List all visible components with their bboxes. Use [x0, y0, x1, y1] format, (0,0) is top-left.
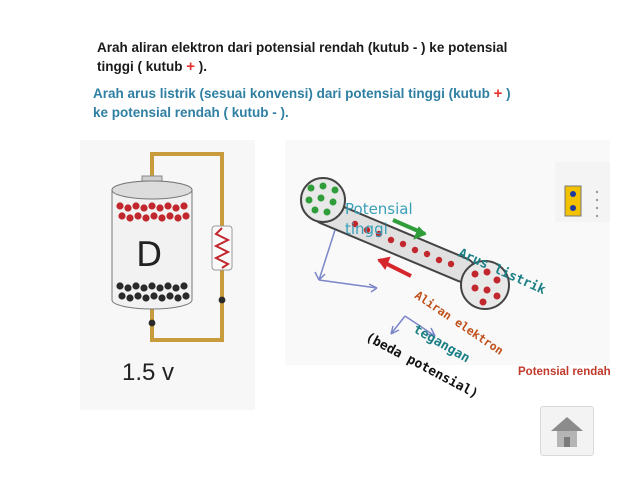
- green-charges: [305, 182, 339, 216]
- voltage-label: 1.5 v: [122, 359, 174, 386]
- current-flow-text: Arah arus listrik (sesuai konvensi) dari…: [93, 84, 613, 122]
- electron-flow-line-2-pre: tinggi ( kutub: [97, 59, 187, 74]
- home-icon: [551, 417, 583, 447]
- voltage-arrows: [314, 229, 436, 337]
- conductor-diagram: [300, 177, 510, 337]
- electron-flow-line-1: Arah aliran elektron dari potensial rend…: [97, 40, 508, 55]
- resistor-icon: [211, 225, 233, 271]
- mini-battery-card: [555, 162, 610, 222]
- current-flow-line-2: ke potensial rendah ( kutub - ).: [93, 105, 289, 120]
- plus-sign: +: [186, 58, 195, 75]
- current-flow-line-1-pre: Arah arus listrik (sesuai konvensi) dari…: [93, 86, 494, 101]
- home-button[interactable]: [540, 406, 594, 456]
- mini-battery-icon: [564, 185, 599, 218]
- current-arrow: [392, 218, 427, 240]
- red-charges: [351, 220, 501, 306]
- wire-electrons: [148, 296, 226, 327]
- potensial-rendah-label: Potensial rendah: [518, 366, 611, 378]
- negative-charges: [116, 282, 190, 302]
- potensial-tinggi-label-2: tinggi: [345, 220, 388, 238]
- electron-flow-line-2: tinggi ( kutub + ).: [97, 57, 617, 76]
- electron-flow-text: Arah aliran elektron dari potensial rend…: [97, 38, 617, 76]
- electron-flow-line-2-post: ).: [195, 59, 207, 74]
- positive-charges: [116, 202, 190, 222]
- plus-sign: +: [493, 85, 503, 102]
- battery-circuit: D 1.5 v: [111, 152, 233, 386]
- electron-flow-arrow: [377, 256, 412, 278]
- current-flow-line-1-post: ): [502, 86, 511, 101]
- battery-label: D: [136, 235, 162, 275]
- current-flow-line-1: Arah arus listrik (sesuai konvensi) dari…: [93, 84, 613, 103]
- potensial-tinggi-label-1: Potensial: [345, 200, 413, 218]
